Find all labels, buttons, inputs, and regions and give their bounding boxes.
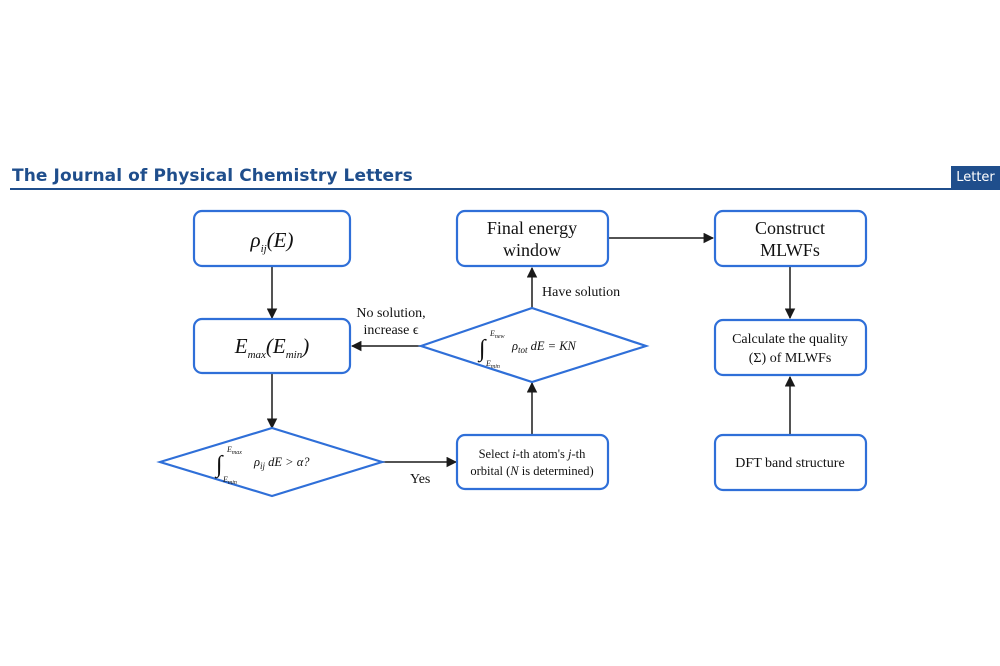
node-select-orbital: Select i-th atom's j-th orbital (N is de… xyxy=(455,433,610,491)
svg-text:Select i-th atom's j-th: Select i-th atom's j-th xyxy=(479,447,587,461)
svg-text:(Σ) of MLWFs: (Σ) of MLWFs xyxy=(749,351,832,366)
svg-text:Emin: Emin xyxy=(222,475,237,486)
label-yes: Yes xyxy=(410,472,430,487)
svg-text:Enew: Enew xyxy=(489,329,505,340)
journal-title: The Journal of Physical Chemistry Letter… xyxy=(12,166,413,186)
node-calculate-quality: Calculate the quality (Σ) of MLWFs xyxy=(713,318,868,377)
svg-text:∫: ∫ xyxy=(477,336,487,363)
svg-text:DFT band structure: DFT band structure xyxy=(735,456,844,471)
svg-text:Calculate the quality: Calculate the quality xyxy=(732,332,848,347)
node-emax: Emax(Emin) xyxy=(192,317,352,375)
letter-tag: Letter xyxy=(951,166,1000,190)
node-construct-mlwfs: Construct MLWFs xyxy=(713,209,868,268)
svg-text:Final energy: Final energy xyxy=(487,218,577,238)
label-no-solution-1: No solution, xyxy=(356,306,425,321)
node-final-energy-window: Final energy window xyxy=(455,209,610,268)
svg-text:ρtot dE = KN: ρtot dE = KN xyxy=(511,339,577,355)
node-condition-2: ∫ Enew Emin ρtot dE = KN xyxy=(417,306,650,384)
svg-text:MLWFs: MLWFs xyxy=(760,240,820,260)
svg-text:Emin: Emin xyxy=(485,359,500,370)
svg-text:ρij(E): ρij(E) xyxy=(249,228,293,255)
svg-text:Construct: Construct xyxy=(755,218,825,238)
label-have-solution: Have solution xyxy=(542,285,620,300)
node-rho: ρij(E) xyxy=(192,209,352,268)
svg-text:Emax(Emin): Emax(Emin) xyxy=(234,334,309,361)
svg-text:window: window xyxy=(503,240,561,260)
svg-text:orbital (N is determined): orbital (N is determined) xyxy=(470,464,593,478)
header-rule xyxy=(10,188,1000,190)
node-dft-band-structure: DFT band structure xyxy=(713,433,868,492)
svg-text:Emax: Emax xyxy=(226,445,242,456)
node-condition-1: ∫ Emax Emin ρij dE > α? xyxy=(156,426,386,498)
svg-text:ρij dE > α?: ρij dE > α? xyxy=(253,455,310,471)
svg-text:∫: ∫ xyxy=(214,452,224,479)
label-no-solution-2: increase ϵ xyxy=(363,323,418,338)
